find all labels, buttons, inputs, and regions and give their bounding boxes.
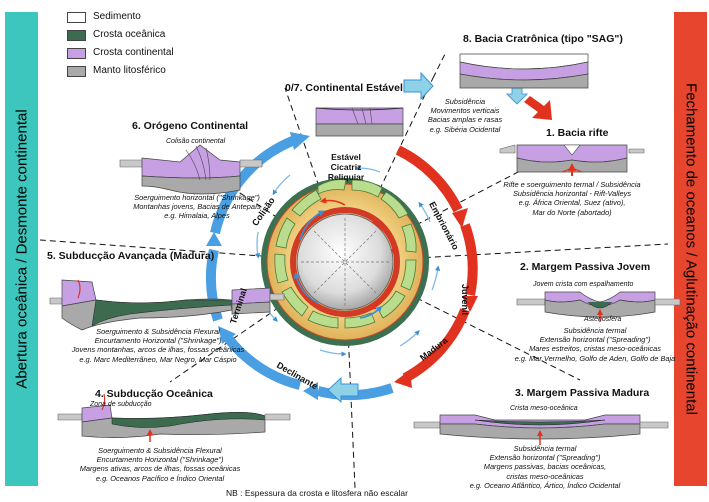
legend-swatch [67,66,86,77]
section-stage-04 [57,393,291,442]
section-stage-06 [119,144,263,195]
stage-07-title: 0/7. Continental Estável [285,82,403,94]
ring-arrow-embrionario [395,145,463,213]
section-stage-05 [49,279,285,331]
desc-line: cristas meso-oceânicas [506,471,584,481]
desc-line: Subsidência horizontal - Rift-Valleys [512,189,632,199]
footnote: NB : Espessura da crosta e litosfera não… [226,488,408,498]
stage-05-desc: Soerguimento & Subsidência Flexural Encu… [60,327,256,364]
desc-line: Jovens montanhas, arcos de ilhas, fossas… [71,345,245,355]
stage-07-desc: Subsidência Movimentos verticais Bacias … [406,97,524,134]
desc-line: e.g. Mar Vermelho, Golfo de Aden, Golfo … [514,353,676,363]
desc-line: Extensão horizontal ("Spreading") [489,453,601,463]
cycle-label-top: Estável Cicatriz Reliquiar [328,152,364,182]
side-banner-left: Abertura oceânica / Desmonte continental [5,12,38,486]
connector-arrows [327,71,552,404]
desc-line: Mares estreitos, cristas meso-oceânicas [529,344,661,354]
ring-arrow-colisao [210,135,297,235]
stage-05-title: 5. Subducção Avançada (Madura) [47,250,215,262]
stage-01-title: 1. Bacia rifte [546,127,609,139]
section-stage-07 [315,107,404,137]
desc-line: Margens passivas, bacias oceânicas, [483,462,607,472]
stage-04-desc: Soerguimento & Subsidência Flexural Encu… [62,446,258,483]
legend-label: Crosta continental [93,47,174,58]
earth-globe [255,165,441,357]
legend-label: Crosta oceânica [93,29,166,40]
stage-01-desc: Rifte e soerguimento termal / Subsidênci… [492,180,652,217]
stage-06-title: 6. Orógeno Continental [132,120,249,132]
desc-line: Soerguimento & Subsidência Flexural [98,446,222,455]
arrow-left-madura [327,376,359,404]
arrow-07-to-8 [403,71,434,101]
legend-swatch [67,30,86,41]
arrow-8-to-1 [524,96,552,120]
desc-line: e.g. África Oriental, Suez (ativo), [518,198,626,208]
stage-03-desc: Subsidência termal Extensão horizontal (… [455,444,635,490]
stage-02-desc: Subsidência termal Extensão horizontal (… [503,326,687,363]
stage-08-title: 8. Bacia Cratrônica (tipo "SAG") [463,33,623,45]
section-stage-08 [459,53,589,89]
ring-arrowheads [206,132,478,400]
ring-arrow-terminal [205,248,223,322]
section-stage-01 [499,144,645,176]
desc-line: Encurtamento Horizontal ("Shrinkage") [94,336,222,346]
stage-03-label: Crista meso-oceânica [510,405,578,412]
desc-line: e.g. Himalaia, Alpes [164,211,230,221]
desc-line: e.g. Marc Mediterrâneo, Mar Negro, Mar C… [79,354,237,364]
stage-02-label-asthenosphere: Astenosfera [584,316,622,323]
section-stage-02 [516,291,681,322]
convection-arrows [293,197,397,319]
stage-02-label: Jovem crista com espalhamento [533,281,634,288]
desc-line: Bacias amplas e rasas [427,115,503,125]
stage-06-desc: Soerguimento horizontal ("Shrinkage") Mo… [122,193,272,221]
desc-line: Soerguimento & Subsidência Flexural [96,327,220,336]
desc-line: Subsidência [444,97,486,106]
ring-arrow-juvenil [460,223,478,297]
globe-outer-core-rim [290,207,400,317]
stage-06-label: Colisão continental [166,138,226,145]
desc-line: e.g. Oceanos Pacífico e Índico Oriental [95,473,225,483]
desc-line: e.g. Oceano Atlântico, Ártico, Índico Oc… [469,480,621,490]
cycle-label-line: Reliquiar [327,172,365,182]
stage-02-title: 2. Margem Passiva Jovem [520,261,651,273]
desc-line: Margens ativas, arcos de ilhas, fossas o… [79,464,241,474]
desc-line: Encurtamento Horizontal ("Shrinkage") [96,455,224,465]
cycle-label-line: Estável [331,152,361,162]
desc-line: Rifte e soerguimento termal / Subsidênci… [503,180,641,189]
desc-line: Montanhas jovens, Bacias de Antepaís [133,202,261,212]
desc-line: e.g. Sibéria Ocidental [429,124,501,134]
desc-line: Soerguimento horizontal ("Shrinkage") [134,193,260,202]
desc-line: Movimentos verticais [430,106,500,116]
ring-arrow-declinante [224,334,302,390]
legend-label: Manto litosférico [93,65,166,76]
desc-line: Mar do Norte (abortado) [532,207,612,217]
legend-swatch [67,48,86,59]
desc-line: Extensão horizontal ("Spreading") [539,335,651,345]
ring-arrow-madura [402,308,470,383]
stage-04-title: 4. Subducção Oceânica [95,388,213,400]
cycle-label-juvenil: Juvenil [460,284,470,316]
side-banner-right: Fechamento de oceanos / Aglutinação cont… [674,12,707,486]
legend-label: Sedimento [93,11,141,22]
stage-03-title: 3. Margem Passiva Madura [515,387,650,399]
legend-swatch [67,12,86,23]
section-stage-03 [413,414,669,445]
stage-04-label: Zona de subducção [90,401,152,408]
desc-line: Subsidência termal [513,444,577,453]
cycle-label-line: Cicatriz [330,162,362,172]
globe-plates [274,179,417,329]
desc-line: Subsidência termal [563,326,627,335]
